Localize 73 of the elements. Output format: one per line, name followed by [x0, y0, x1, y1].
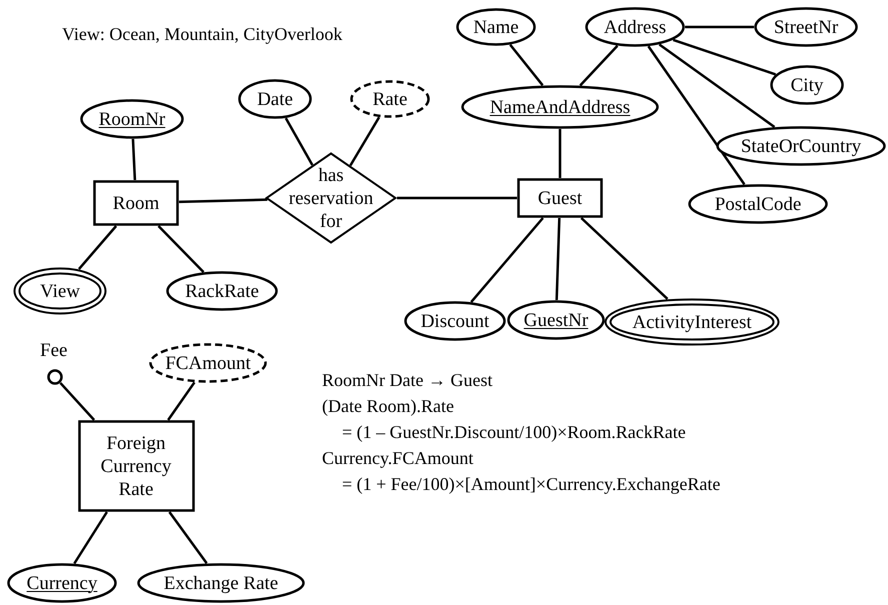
- multivalued-attribute-ellipse: [604, 298, 780, 346]
- key-attribute-ellipse: [80, 99, 184, 139]
- node-label: PostalCode: [714, 192, 802, 216]
- domain-note: View: Ocean, Mountain, CityOverlook: [62, 23, 342, 46]
- relationship-diamond: [265, 152, 397, 244]
- connector-line: [580, 217, 668, 300]
- formula-line: RoomNr Date → Guest: [322, 369, 492, 392]
- node-label: Currency: [26, 572, 98, 594]
- connector-line: [685, 26, 754, 28]
- optional-attribute-circle: [47, 369, 63, 385]
- attribute-ellipse: [238, 79, 312, 119]
- connector-line: [555, 218, 561, 300]
- node-label: RackRate: [185, 280, 259, 302]
- formula-line: Currency.FCAmount: [322, 447, 474, 470]
- attribute-ellipse: [716, 126, 886, 166]
- connector-line: [558, 129, 562, 178]
- connector-line: [132, 138, 136, 180]
- multivalued-attribute-ellipse: [13, 267, 107, 315]
- connector-line: [158, 225, 204, 273]
- node-label: Guest: [538, 186, 582, 210]
- attribute-ellipse: [137, 563, 305, 603]
- attribute-ellipse: [770, 65, 844, 105]
- entity-box: [78, 420, 194, 512]
- node-label: Address: [604, 16, 666, 38]
- connector-line: [178, 198, 268, 204]
- node-label: City: [790, 74, 824, 96]
- node-label: StreetNr: [774, 16, 838, 38]
- attribute-ellipse: [404, 301, 506, 341]
- connector-line: [509, 44, 544, 86]
- node-label: View: [40, 280, 80, 302]
- connector-line: [168, 511, 208, 564]
- attribute-ellipse: [688, 184, 828, 224]
- key-attribute-ellipse: [461, 85, 659, 129]
- entity-box: [93, 180, 179, 226]
- attribute-name: Fee: [40, 339, 68, 362]
- node-label: has reservation for: [288, 164, 374, 232]
- connector-line: [349, 116, 380, 166]
- attribute-ellipse: [754, 7, 858, 47]
- node-label: StateOrCountry: [740, 134, 862, 158]
- node-label: NameAndAddress: [490, 96, 630, 118]
- connector-line: [658, 43, 776, 128]
- connector-line: [59, 382, 96, 421]
- attribute-ellipse: [585, 7, 685, 47]
- node-label: Name: [473, 16, 519, 38]
- connector-line: [284, 118, 314, 166]
- entity-box: [517, 178, 603, 218]
- node-label: RoomNr: [98, 108, 166, 130]
- node-label: Rate: [372, 88, 408, 110]
- attribute-ellipse: [456, 8, 536, 46]
- node-label: Foreign Currency Rate: [100, 432, 172, 500]
- connector-line: [167, 382, 196, 421]
- node-label: Exchange Rate: [164, 572, 278, 594]
- connector-line: [672, 38, 776, 76]
- node-label: Room: [112, 192, 160, 214]
- key-attribute-ellipse: [507, 300, 605, 340]
- formula-line: = (1 + Fee/100)×[Amount]×Currency.ExchangeRate: [342, 473, 720, 496]
- derived-attribute-ellipse: [350, 80, 430, 118]
- key-attribute-ellipse: [7, 563, 117, 603]
- node-label: FCAmount: [165, 352, 251, 374]
- formula-line: = (1 – GuestNr.Discount/100)×Room.RackRate: [342, 421, 686, 444]
- connector-line: [647, 46, 746, 186]
- connector-line: [78, 225, 118, 270]
- node-label: Discount: [420, 310, 490, 332]
- formula-line: (Date Room).Rate: [322, 395, 454, 418]
- node-label: ActivityInterest: [632, 310, 752, 334]
- connector-line: [579, 44, 618, 86]
- node-label: GuestNr: [524, 308, 588, 332]
- node-label: Date: [257, 88, 293, 110]
- connector-line: [397, 196, 517, 200]
- attribute-ellipse: [166, 271, 278, 311]
- connector-line: [73, 511, 108, 564]
- connector-line: [470, 217, 544, 303]
- derived-attribute-ellipse: [149, 343, 267, 383]
